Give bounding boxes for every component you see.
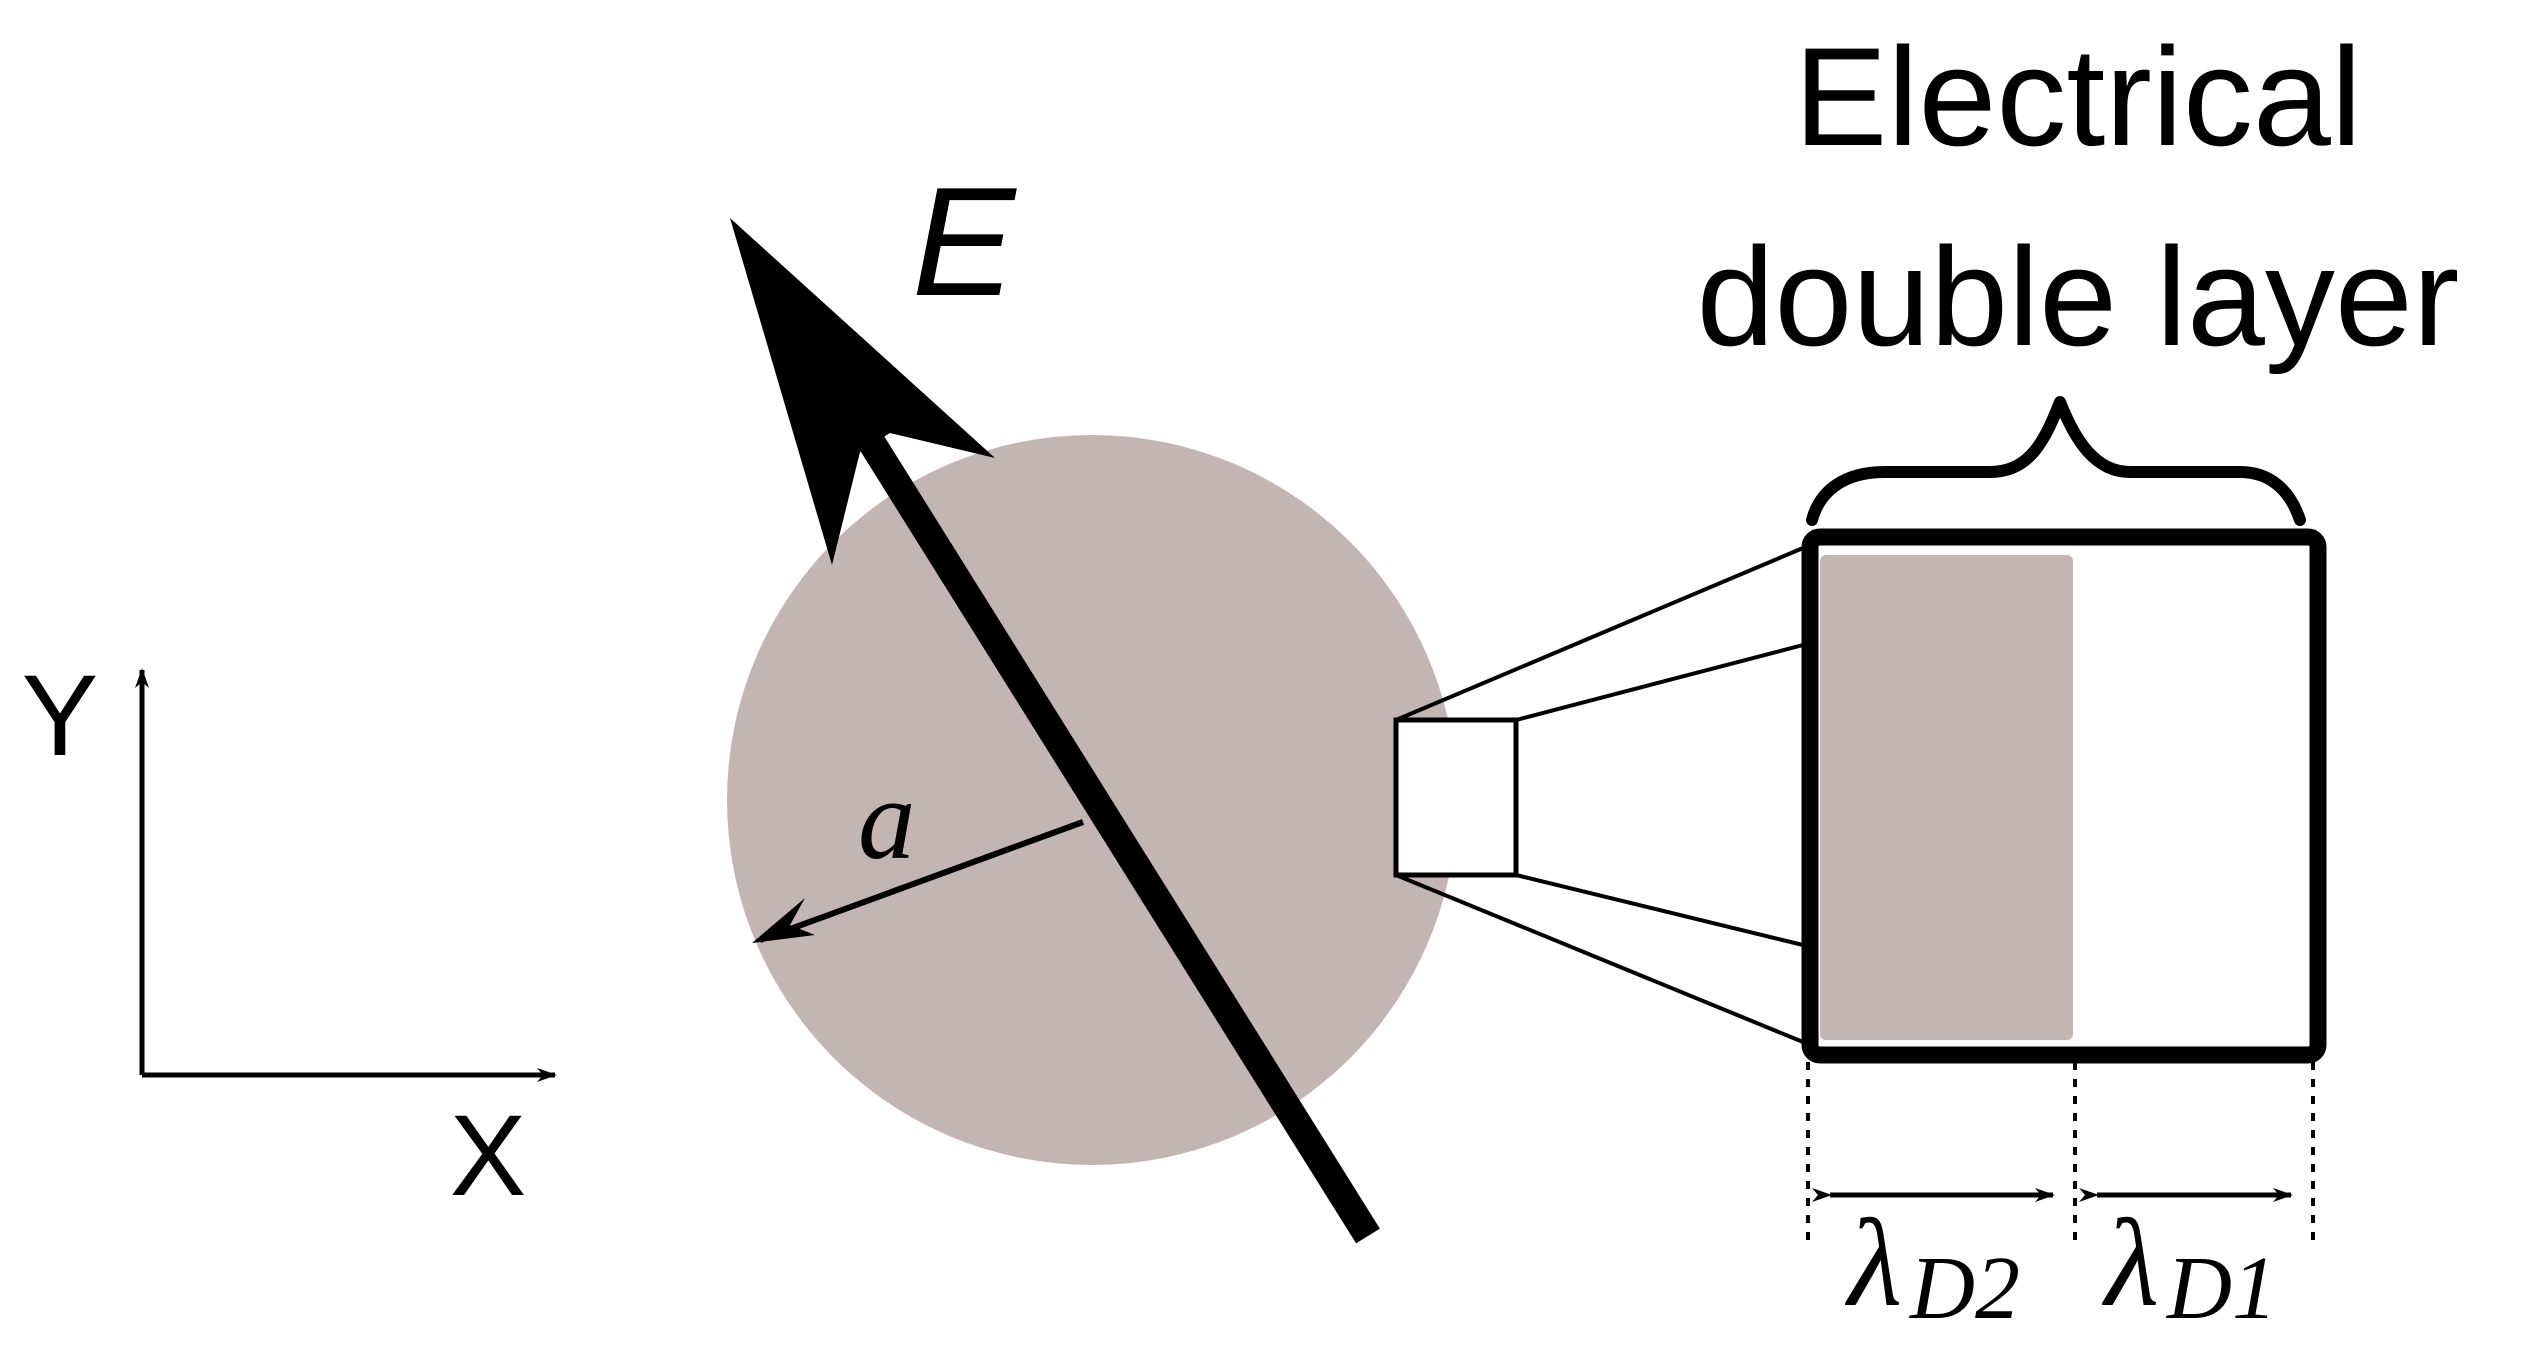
inner-layer-fill	[1820, 555, 2073, 1040]
magnified-double-layer	[1810, 537, 2318, 1055]
coordinate-axes	[142, 670, 555, 1075]
field-label: E	[912, 155, 1017, 328]
zoom-region-box	[1396, 720, 1516, 875]
double-layer-brace	[1812, 402, 2300, 520]
radius-label: a	[858, 756, 916, 883]
y-axis-label: Y	[22, 652, 99, 780]
lambda-d2-symbol: λ	[1844, 1195, 1902, 1333]
double-layer-title-line2: double layer	[1697, 218, 2460, 375]
lambda-d1-label: λ D1	[2101, 1195, 2277, 1338]
x-axis-label: X	[450, 1092, 527, 1220]
lambda-d1-symbol: λ	[2101, 1195, 2159, 1333]
double-layer-title-line1: Electrical	[1794, 18, 2362, 175]
lambda-d1-subscript: D1	[2165, 1239, 2277, 1338]
lambda-d2-subscript: D2	[1908, 1239, 2020, 1338]
lambda-d2-label: λ D2	[1844, 1195, 2020, 1338]
